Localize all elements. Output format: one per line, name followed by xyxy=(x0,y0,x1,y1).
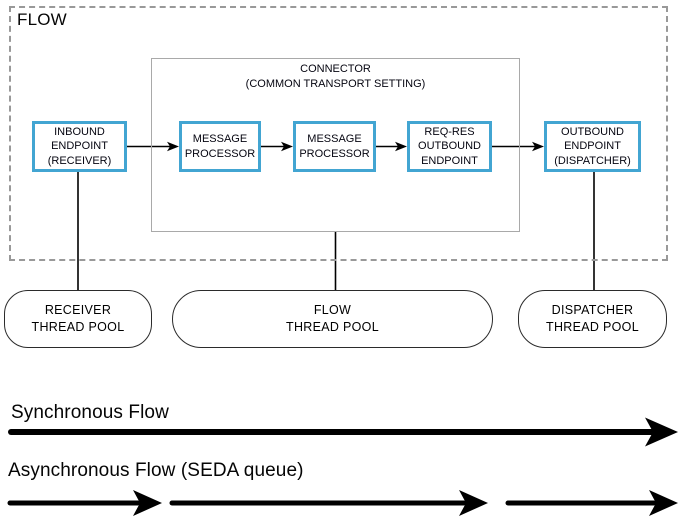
pool-dispatcher-thread: DISPATCHER THREAD POOL xyxy=(518,290,667,348)
asynchronous-flow-arrow-segment-1 xyxy=(7,490,162,516)
connector-title: CONNECTOR (COMMON TRANSPORT SETTING) xyxy=(245,63,426,90)
node-message-processor-2: MESSAGE PROCESSOR xyxy=(293,121,376,172)
flow-title: FLOW xyxy=(17,10,67,29)
pool-flow-thread: FLOW THREAD POOL xyxy=(172,290,493,348)
asynchronous-flow-arrow-segment-3 xyxy=(505,490,678,516)
node-message-processor-1: MESSAGE PROCESSOR xyxy=(179,121,261,172)
node-reqres-outbound-endpoint: REQ-RES OUTBOUND ENDPOINT xyxy=(407,121,492,172)
node-outbound-endpoint: OUTBOUND ENDPOINT (DISPATCHER) xyxy=(544,121,641,172)
node-inbound-endpoint: INBOUND ENDPOINT (RECEIVER) xyxy=(32,121,127,172)
connector-box xyxy=(151,58,520,232)
flow-boundary xyxy=(9,6,668,261)
legend-asynchronous-label: Asynchronous Flow (SEDA queue) xyxy=(8,460,304,481)
legend-synchronous-label: Synchronous Flow xyxy=(11,402,169,423)
asynchronous-flow-arrow-segment-2 xyxy=(169,490,488,516)
pool-receiver-thread: RECEIVER THREAD POOL xyxy=(4,290,152,348)
